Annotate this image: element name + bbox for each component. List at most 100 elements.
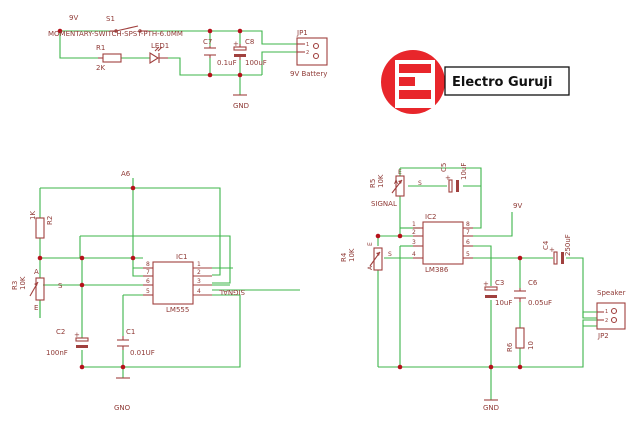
c3-value: 10uF — [495, 299, 512, 307]
svg-text:1: 1 — [605, 309, 608, 315]
amplifier-section: R5 10K A E S SIGNAL + C5 10uF 9V 1 2 — [340, 163, 626, 412]
power-section: 9V S1 MOMENTARY-SWITCH-SPST-PTH-6.0MM R1… — [48, 14, 328, 110]
svg-text:+: + — [233, 40, 239, 48]
c7-value: 0.1uF — [217, 59, 237, 67]
ic-lm386 — [413, 221, 473, 265]
c8-name: C8 — [245, 38, 254, 46]
r5-pin-a: A — [394, 179, 399, 186]
ic2-pin-3: 3 — [412, 239, 416, 246]
r4-pin-e: E — [367, 242, 374, 246]
capacitor-c2: + — [74, 331, 89, 348]
svg-text:+: + — [74, 331, 80, 339]
ic2-pin-6: 6 — [466, 239, 470, 246]
r4-pin-s: S — [388, 251, 392, 258]
capacitor-c5: + — [445, 174, 459, 193]
r4-name: R4 — [340, 252, 348, 262]
timer-section: A6 1K R2 R3 10K A E S + C2 100nF — [11, 170, 300, 412]
r3-value: 10K — [19, 276, 27, 290]
led1-symbol — [149, 46, 168, 64]
capacitor-c1 — [117, 336, 129, 350]
ic2-name: IC2 — [425, 213, 436, 221]
signal-label-386: SIGNAL — [371, 200, 397, 208]
c5-value: 10uF — [460, 163, 468, 180]
r4-pin-a: A — [367, 265, 374, 270]
brand-name: Electro Guruji — [452, 75, 552, 90]
potentiometer-r4 — [369, 247, 383, 271]
led1-name: LED1 — [151, 42, 169, 50]
svg-text:+: + — [445, 174, 451, 182]
c4-value: 250uF — [564, 234, 572, 256]
r2-name: R2 — [46, 216, 54, 225]
potentiometer-r3 — [29, 277, 45, 301]
jp1-name: JP1 — [296, 29, 308, 37]
jp1-value: 9V Battery — [290, 70, 327, 78]
potentiometer-r5 — [391, 175, 405, 197]
capacitor-c7 — [204, 46, 216, 58]
r4-value: 10K — [348, 248, 356, 262]
c1-value: 0.01UF — [130, 349, 155, 357]
resistor-r1 — [102, 53, 122, 63]
ic2-pin-2: 2 — [412, 229, 416, 236]
r5-pin-e: E — [398, 169, 402, 176]
capacitor-c3: + — [483, 280, 498, 298]
electro-guruji-logo: Electro Guruji — [381, 50, 570, 114]
supply-label-9v-amp: 9V — [513, 202, 522, 210]
resistor-r6 — [515, 327, 525, 349]
speaker-label: Speaker — [597, 289, 626, 297]
ic2-value: LM386 — [425, 266, 449, 274]
ic2-pin-1: 1 — [412, 221, 416, 228]
r3-pin-s: S — [58, 282, 63, 290]
c6-name: C6 — [528, 279, 538, 287]
switch-s1-name: S1 — [106, 15, 115, 23]
ic1-pin-7: 7 — [146, 269, 150, 276]
c8-value: 100uF — [245, 59, 267, 67]
supply-label-9v: 9V — [69, 14, 78, 22]
r1-value: 2K — [96, 64, 105, 72]
switch-s1-value: MOMENTARY-SWITCH-SPST-PTH-6.0MM — [48, 30, 183, 38]
c1-name: C1 — [126, 328, 135, 336]
ic1-pin-3: 3 — [197, 278, 201, 285]
ic-lm555 — [143, 261, 212, 305]
c3-name: C3 — [495, 279, 504, 287]
svg-text:+: + — [483, 280, 489, 288]
c4-name: C4 — [542, 240, 550, 250]
r1-name: R1 — [96, 44, 105, 52]
connector-jp2-speaker: 1 2 — [596, 302, 626, 330]
r5-value: 10K — [377, 174, 385, 188]
switch-s1 — [110, 25, 148, 33]
r3-name: R3 — [11, 281, 19, 290]
gnd-label-power: GND — [233, 102, 249, 110]
ic2-pin-7: 7 — [466, 229, 470, 236]
r6-value: 10 — [527, 341, 535, 350]
ic1-pin-4: 4 — [197, 288, 201, 295]
svg-text:2: 2 — [306, 50, 309, 56]
r3-pin-a: A — [34, 268, 39, 276]
r5-pin-s: S — [418, 180, 422, 187]
gnd-label-amp: GND — [483, 404, 499, 412]
gnd-label-timer: GNO — [114, 404, 131, 412]
c5-name: C5 — [440, 163, 448, 172]
connector-jp1: 1 2 — [296, 37, 328, 66]
ic2-pin-8: 8 — [466, 221, 470, 228]
c2-value: 100nF — [46, 349, 68, 357]
ic1-pin-8: 8 — [146, 261, 150, 268]
ic1-pin-1: 1 — [197, 261, 201, 268]
supply-label-a6: A6 — [121, 170, 131, 178]
svg-text:+: + — [549, 246, 555, 254]
capacitor-c6 — [514, 288, 526, 302]
c6-value: 0.05uF — [528, 299, 552, 307]
capacitor-c4: + — [549, 246, 564, 265]
ic2-pin-5: 5 — [466, 251, 470, 258]
ic1-name: IC1 — [176, 253, 187, 261]
r6-name: R6 — [506, 342, 514, 352]
ic1-pin-6: 6 — [146, 278, 150, 285]
ic2-pin-4: 4 — [412, 251, 416, 258]
jp2-name: JP2 — [597, 332, 609, 340]
r3-pin-e: E — [34, 304, 38, 312]
r5-name: R5 — [369, 179, 377, 188]
svg-text:2: 2 — [605, 318, 608, 324]
r2-value: 1K — [29, 211, 37, 220]
c7-name: C7 — [203, 38, 212, 46]
c2-name: C2 — [56, 328, 65, 336]
